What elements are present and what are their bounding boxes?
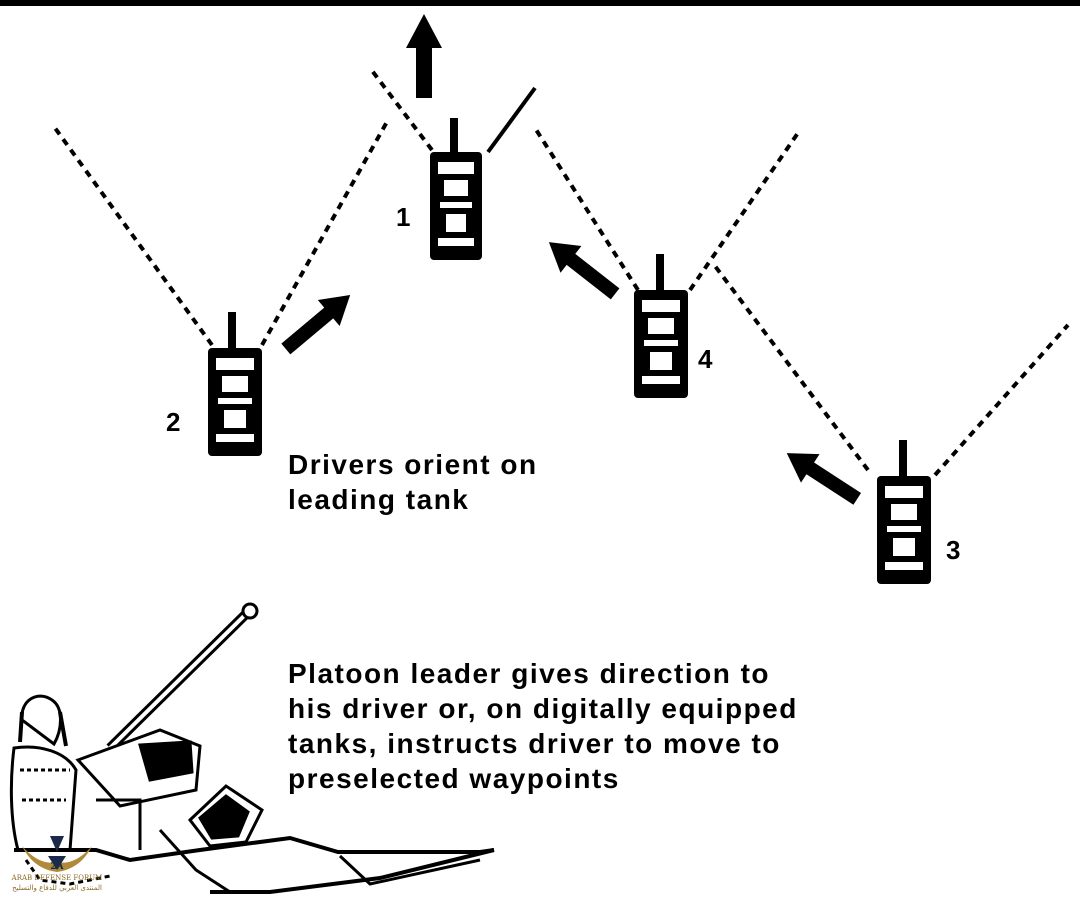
- tank-3: [877, 440, 931, 584]
- sector-line-tank2-left: [53, 126, 214, 347]
- watermark-mark: 2A: [50, 862, 64, 872]
- arrow-forward-tank1: [406, 14, 442, 98]
- sector-line-tank1-right: [486, 86, 537, 154]
- caption-drivers-line-2: leading tank: [288, 484, 470, 515]
- tank-number-1: 1: [396, 202, 411, 232]
- caption-leader-line-4: preselected waypoints: [288, 763, 620, 794]
- caption-drivers: Drivers orient on leading tank: [288, 447, 538, 517]
- arrow-tank2: [281, 295, 351, 355]
- caption-leader-line-3: tanks, instructs driver to move to: [288, 728, 781, 759]
- tank-2: [208, 312, 262, 456]
- watermark-emblem-icon: [22, 836, 92, 872]
- tank-number-4: 4: [698, 344, 713, 374]
- watermark-name: ARAB DEFENSE FORUM: [11, 874, 103, 882]
- sector-line-tank3-left: [710, 260, 870, 472]
- sector-line-tank1-left: [368, 66, 434, 152]
- caption-leader-line-1: Platoon leader gives direction to: [288, 658, 771, 689]
- tank-4: [634, 254, 688, 398]
- tank-commander-illustration: [9, 602, 495, 894]
- sector-line-tank2-right: [260, 119, 390, 346]
- tank-number-3: 3: [946, 535, 961, 565]
- caption-drivers-line-1: Drivers orient on: [288, 449, 538, 480]
- caption-platoon-leader: Platoon leader gives direction to his dr…: [288, 656, 798, 796]
- caption-leader-line-2: his driver or, on digitally equipped: [288, 693, 798, 724]
- watermark-arabic: المنتدى العربي للدفاع والتسليح: [12, 884, 102, 892]
- tank-number-2: 2: [166, 407, 181, 437]
- sector-line-tank4-left: [533, 126, 640, 292]
- sector-line-tank4-right: [688, 128, 802, 292]
- arrow-tank3: [786, 453, 862, 505]
- sector-line-tank3-right: [933, 323, 1070, 477]
- arrow-tank4: [548, 242, 620, 300]
- watermark-logo: 2A ARAB DEFENSE FORUM المنتدى العربي للد…: [12, 832, 102, 904]
- tank-1: [430, 118, 482, 260]
- top-border: [0, 0, 1080, 6]
